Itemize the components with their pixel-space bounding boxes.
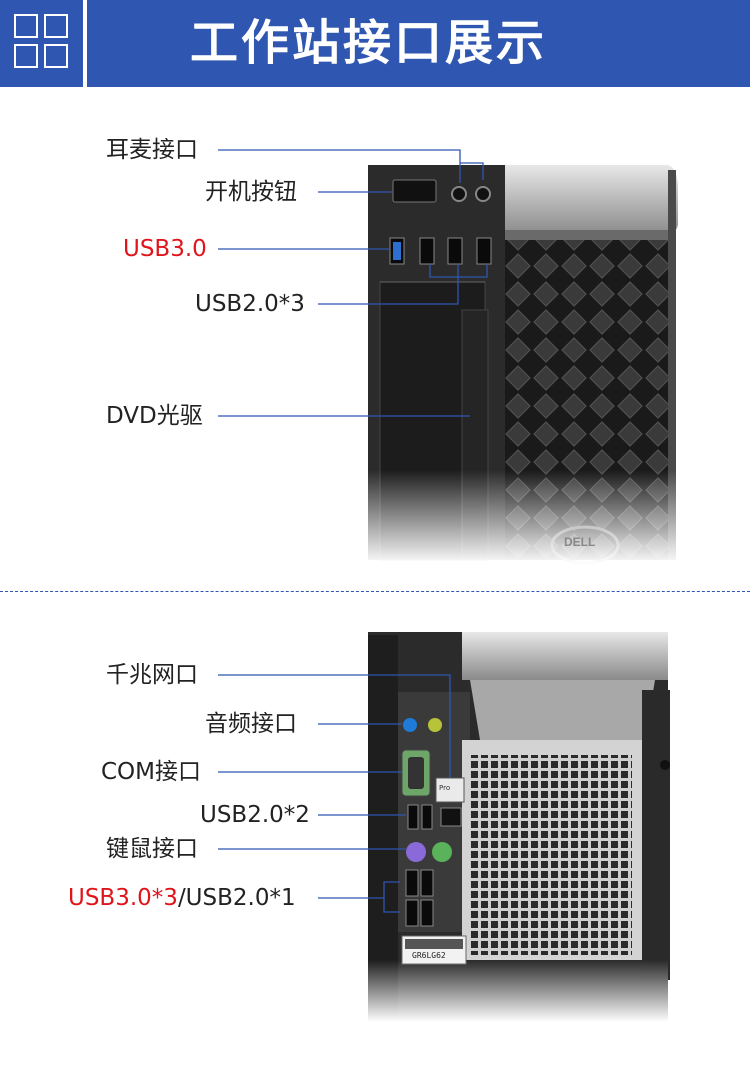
usb2-count-text: /USB2.0*1 bbox=[177, 885, 296, 911]
label-lan-port: 千兆网口 bbox=[106, 662, 198, 688]
label-headset-port: 耳麦接口 bbox=[106, 137, 198, 163]
label-usb3-front: USB3.0 bbox=[123, 236, 207, 262]
section-divider bbox=[0, 591, 750, 592]
rear-leader-lines bbox=[218, 674, 451, 913]
label-usb2-rear: USB2.0*2 bbox=[200, 802, 310, 828]
grid-icon bbox=[0, 0, 87, 87]
label-ps2-port: 键鼠接口 bbox=[106, 836, 198, 862]
header-banner: 工作站接口展示 bbox=[0, 0, 750, 87]
label-dvd-drive: DVD光驱 bbox=[106, 403, 203, 429]
front-leader-lines bbox=[218, 149, 488, 417]
label-com-port: COM接口 bbox=[101, 759, 202, 785]
usb3-count-text: USB3.0*3 bbox=[68, 885, 178, 911]
serial-number: GR6LG62 bbox=[412, 951, 446, 960]
page-title: 工作站接口展示 bbox=[190, 15, 548, 71]
label-usb-combo-rear: USB3.0*3/USB2.0*1 bbox=[68, 883, 296, 913]
rear-tower bbox=[368, 632, 670, 1022]
pro-sticker-text: Pro bbox=[439, 784, 451, 792]
front-tower bbox=[368, 165, 678, 565]
label-audio-port: 音频接口 bbox=[205, 711, 297, 737]
dell-logo-text: DELL bbox=[564, 535, 596, 549]
label-power-button: 开机按钮 bbox=[205, 179, 297, 205]
label-usb2-front: USB2.0*3 bbox=[195, 291, 305, 317]
